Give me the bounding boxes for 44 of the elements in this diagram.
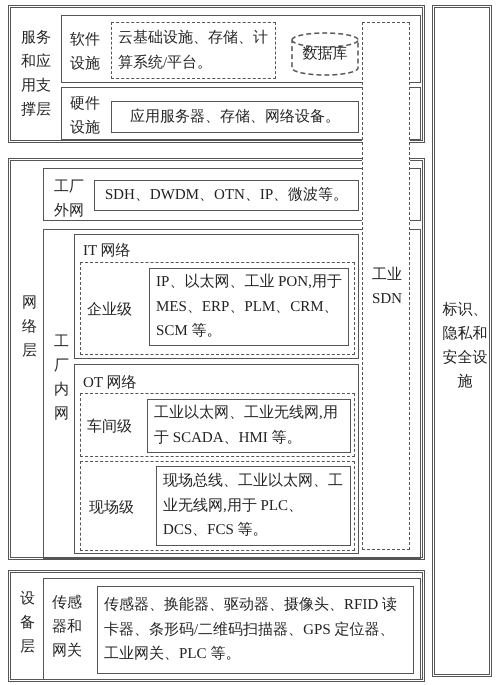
dashed-column xyxy=(362,22,410,550)
text-box xyxy=(94,180,359,211)
layer-label: 设备层 xyxy=(19,590,36,657)
level-label: 现场级 xyxy=(89,499,135,518)
layer-panel xyxy=(8,570,425,682)
group-box xyxy=(43,578,421,680)
text-box xyxy=(111,101,359,133)
cylinder-label: 数据库 xyxy=(302,44,348,64)
text-box xyxy=(149,268,349,346)
network-title: IT 网络 xyxy=(83,242,132,261)
group-label: 软件设施 xyxy=(69,31,101,74)
group-label: 传感器和网关 xyxy=(51,594,83,661)
box-text: 云基础设施、存储、计算系统/平台。 xyxy=(118,28,269,72)
column-label: 工业SDN xyxy=(370,266,403,309)
layer-label: 服务和应用支撑层 xyxy=(20,29,52,120)
box-text: 现场总线、工业以太网、工业无线网,用于 PLC、DCS、FCS 等。 xyxy=(163,472,344,540)
box-text: SDH、DWDM、OTN、IP、微波等。 xyxy=(104,186,348,206)
database-cylinder xyxy=(291,32,359,76)
box-text: 工业以太网、工业无线网,用于 SCADA、HMI 等。 xyxy=(154,404,339,448)
dashed-box xyxy=(80,461,355,551)
box-text: IP、以太网、工业 PON,用于 MES、ERP、PLM、CRM、SCM 等。 xyxy=(156,272,342,342)
level-label: 企业级 xyxy=(87,300,133,320)
network-box xyxy=(74,364,359,554)
group-label: 工厂外网 xyxy=(53,178,85,221)
dashed-box xyxy=(80,262,355,355)
group-box xyxy=(61,87,421,140)
group-box xyxy=(43,168,421,221)
group-label: 硬件设施 xyxy=(69,95,101,138)
network-title: OT 网络 xyxy=(83,374,138,393)
layer-label: 网络层 xyxy=(21,294,38,361)
panel-label: 标识、隐私和安全设施 xyxy=(442,300,488,392)
group-label: 工厂内网 xyxy=(53,333,70,424)
level-label: 车间级 xyxy=(87,418,133,437)
dashed-box xyxy=(80,393,355,457)
box-text: 传感器、换能器、驱动器、摄像头、RFID 读卡器、条形码/二维码扫描器、GPS 定位器、工业网关、PLC 等。 xyxy=(104,596,398,664)
text-box xyxy=(156,466,351,546)
text-box xyxy=(147,399,351,453)
group-box xyxy=(43,229,421,559)
layer-panel xyxy=(8,158,425,560)
box-text: 应用服务器、存储、网络设备。 xyxy=(130,107,340,127)
dashed-box xyxy=(111,22,276,79)
side-panel xyxy=(432,5,492,677)
text-box xyxy=(97,586,414,674)
network-box xyxy=(74,234,359,359)
